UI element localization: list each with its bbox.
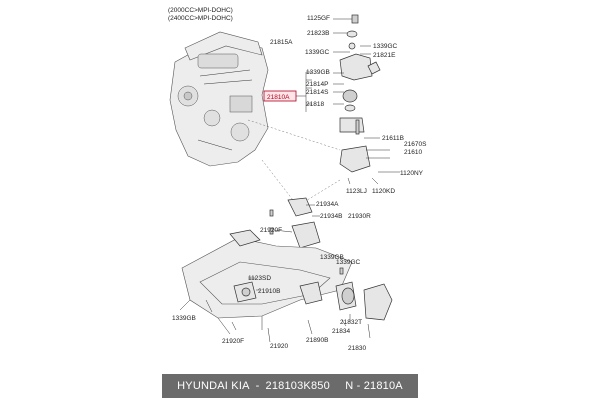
label-1339GC-b: 1339GC (373, 43, 398, 50)
footer-brand: HYUNDAI KIA (177, 380, 250, 392)
label-21934A: 21934A (316, 201, 339, 208)
engine-spec-line-1: (2000CC>MPI-DOHC) (168, 7, 233, 14)
label-21815A: 21815A (270, 39, 293, 46)
label-1339GB-a: 1339GB (306, 69, 330, 76)
label-21814P: 21814P (306, 81, 328, 88)
label-21920F-b: 21920F (222, 338, 244, 345)
label-21930R: 21930R (348, 213, 371, 220)
parts-diagram: (2000CC>MPI-DOHC) (2400CC>MPI-DOHC) 2181… (168, 7, 427, 352)
label-1339GC-c: 1339GC (336, 259, 361, 266)
label-1123LJ: 1123LJ (346, 188, 367, 195)
label-1125GF: 1125GF (307, 15, 330, 22)
label-21830: 21830 (348, 345, 366, 352)
label-21814S: 21814S (306, 89, 329, 96)
upper-mount-parts (339, 14, 381, 173)
footer-separator: - (255, 380, 260, 392)
label-21611B: 21611B (382, 135, 404, 142)
label-1120NY: 1120NY (400, 170, 424, 177)
footer-gap (336, 380, 339, 392)
label-21920: 21920 (270, 343, 288, 350)
label-21890B: 21890B (306, 337, 328, 344)
label-21670S: 21670S (404, 141, 427, 148)
label-21823B: 21823B (307, 30, 329, 37)
callout-label: 21810A (267, 94, 290, 101)
label-21832T: 21832T (340, 319, 362, 326)
label-1339GB-c: 1339GB (172, 315, 196, 322)
subframe-illustration (179, 229, 353, 335)
label-1339GB-b: 1339GB (320, 254, 344, 261)
label-1120KD: 1120KD (372, 188, 395, 195)
label-21910B: 21910B (258, 288, 280, 295)
transmission-mount-parts (269, 197, 321, 249)
label-21834: 21834 (332, 328, 350, 335)
label-21818: 21818 (306, 101, 324, 108)
label-1339GC-a: 1339GC (305, 49, 330, 56)
footer-ref: N - 21810A (345, 380, 403, 392)
callout-21810A[interactable]: 21810A (263, 90, 297, 102)
footer-part-number: 218103K850 (265, 380, 330, 392)
label-21920F: 21920F (260, 227, 282, 234)
engine-block-illustration (169, 31, 269, 167)
lower-mount-parts (335, 267, 393, 321)
engine-spec-line-2: (2400CC>MPI-DOHC) (168, 15, 233, 22)
part-info-footer: HYUNDAI KIA - 218103K850 N - 21810A (162, 374, 418, 398)
label-1123SD: 1123SD (248, 275, 271, 282)
label-21934B: 21934B (320, 213, 342, 220)
label-21821E: 21821E (373, 52, 396, 59)
label-21610: 21610 (404, 149, 422, 156)
